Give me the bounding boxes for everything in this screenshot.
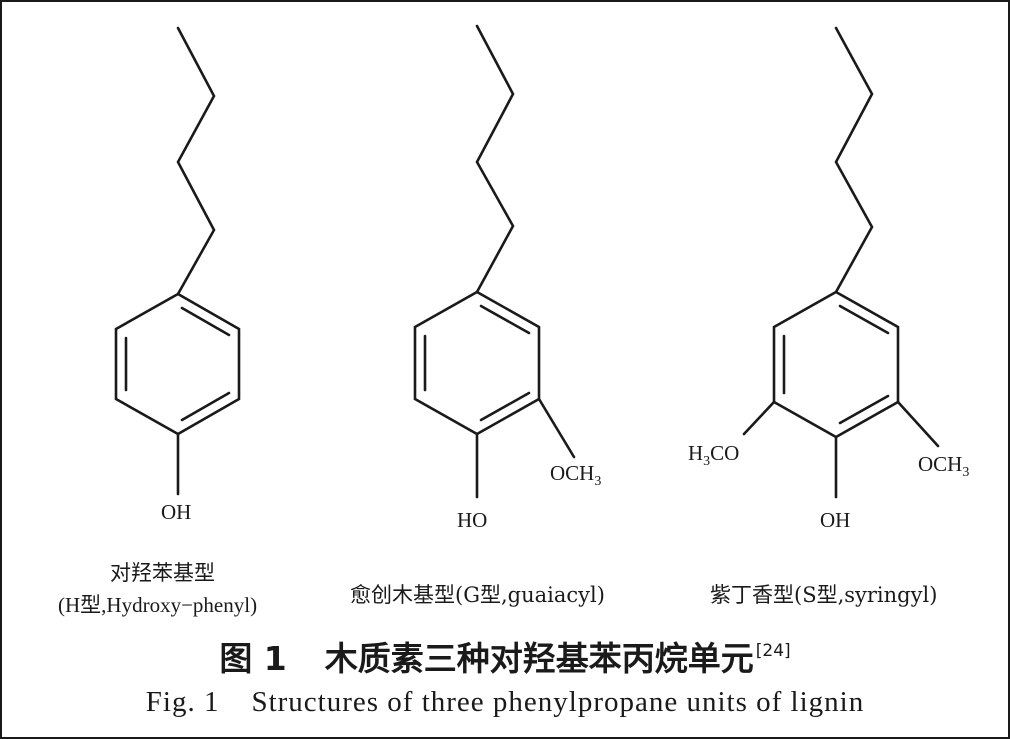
g-double-bond-2 <box>479 391 531 422</box>
chemical-structures: OH HO OCH3 H3CO OCH3 OH <box>114 24 969 532</box>
h-benzene-ring <box>114 292 241 436</box>
h-caption-en: (H型,Hydroxy−phenyl) <box>58 593 258 617</box>
g-double-bond-1 <box>479 304 531 335</box>
g-methoxy-label: OCH3 <box>550 461 601 489</box>
g-propyl-chain <box>475 24 515 294</box>
s-methoxy-right-bond <box>896 400 940 448</box>
s-double-bond-2 <box>838 394 890 425</box>
s-propyl-chain <box>834 26 874 294</box>
figure-text-en: Structures of three phenylpropane units … <box>251 686 865 718</box>
g-benzene-ring <box>413 290 541 436</box>
h-double-bond-2 <box>180 391 231 422</box>
h-hydroxyl-label: OH <box>161 500 191 524</box>
figure-title-en: Fig. 1 Structures of three phenylpropane … <box>2 686 1008 719</box>
figure-title-cn: 图 1 木质素三种对羟基苯丙烷单元[24] <box>2 632 1008 680</box>
figure-label-cn: 图 1 <box>219 639 287 678</box>
s-double-bond-1 <box>838 304 890 335</box>
s-methoxy-left-bond <box>742 400 776 436</box>
g-hydroxyl-label: HO <box>457 508 487 532</box>
s-benzene-ring <box>772 290 900 439</box>
figure-reference: [24] <box>755 641 791 661</box>
s-methoxy-right-label: OCH3 <box>918 452 969 480</box>
figure-label-en: Fig. 1 <box>145 686 220 718</box>
figure-text-cn: 木质素三种对羟基苯丙烷单元 <box>324 639 754 678</box>
structure-g <box>413 24 576 499</box>
structure-h <box>114 26 241 496</box>
g-methoxy-bond <box>537 397 576 459</box>
h-double-bond-1 <box>180 306 231 337</box>
h-caption-cn: 对羟苯基型 <box>110 561 215 585</box>
s-methoxy-left-label: H3CO <box>688 441 739 469</box>
h-propyl-chain <box>176 26 216 296</box>
structure-s <box>742 26 940 499</box>
s-hydroxyl-label: OH <box>820 508 850 532</box>
g-caption: 愈创木基型(G型,guaiacyl) <box>350 583 605 607</box>
s-caption: 紫丁香型(S型,syringyl) <box>710 583 938 607</box>
